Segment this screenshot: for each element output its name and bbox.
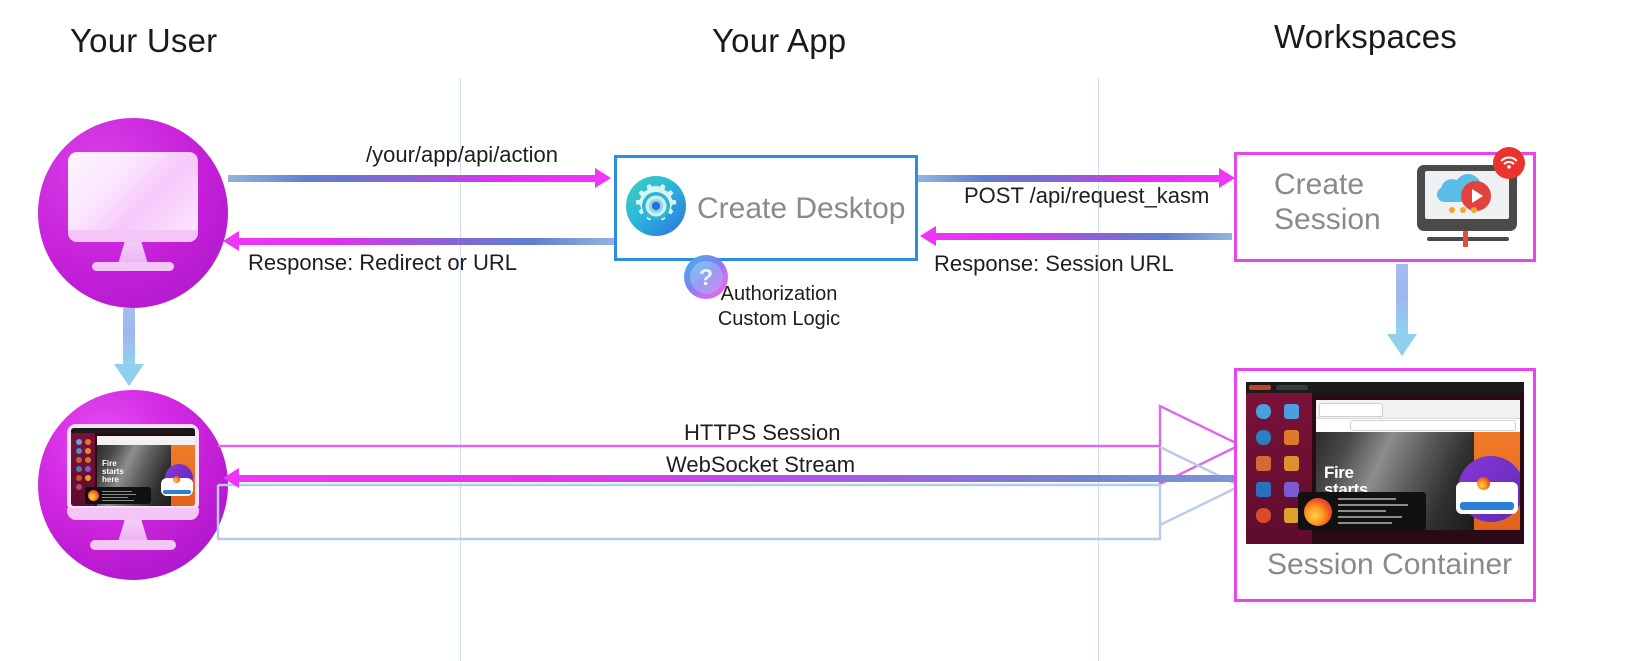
lane-divider-left bbox=[460, 78, 461, 661]
column-title-your-user: Your User bbox=[70, 22, 218, 59]
lane-divider-right bbox=[1098, 78, 1099, 661]
arrow-create-session-down bbox=[1387, 264, 1417, 364]
arrow-label-app-to-user-response: Response: Redirect or URL bbox=[248, 250, 518, 275]
column-title-your-app: Your App bbox=[712, 22, 847, 59]
gear-icon bbox=[625, 175, 687, 237]
thumb-headline-small: Fire starts here bbox=[102, 459, 124, 485]
session-container-screenshot: Fire starts here bbox=[1246, 382, 1524, 544]
create-session-label-line1: Create bbox=[1274, 168, 1365, 201]
outline-arrow-websocket-return bbox=[216, 445, 1243, 561]
media-screen-icon bbox=[1413, 147, 1525, 257]
thumb-headline-line1: Fire bbox=[1324, 463, 1354, 482]
arrow-user-down bbox=[114, 308, 144, 388]
session-container-label: Session Container bbox=[1267, 548, 1513, 581]
user-session-monitor-icon: Fire starts here bbox=[38, 390, 228, 580]
column-title-workspaces: Workspaces bbox=[1274, 18, 1457, 55]
arrow-label-https-session: HTTPS Session bbox=[684, 420, 841, 445]
arrow-label-workspaces-to-app-response: Response: Session URL bbox=[934, 251, 1174, 276]
wifi-badge-icon bbox=[1493, 147, 1525, 179]
arrow-user-to-app-request bbox=[228, 168, 611, 188]
user-monitor-icon bbox=[38, 118, 228, 308]
arrow-label-websocket-stream: WebSocket Stream bbox=[666, 452, 856, 477]
arrow-workspaces-to-app-response bbox=[920, 226, 1232, 246]
arrow-app-to-workspaces-request bbox=[918, 168, 1235, 188]
arrow-websocket-stream bbox=[223, 468, 1238, 488]
create-desktop-label: Create Desktop bbox=[697, 192, 906, 225]
create-session-label-line2: Session bbox=[1274, 202, 1381, 236]
create-session-label: Create Session bbox=[1274, 168, 1381, 238]
auth-line-2: Custom Logic bbox=[717, 308, 841, 330]
arrow-app-to-user-response bbox=[223, 231, 614, 251]
auth-line-1: Authorization bbox=[720, 283, 838, 305]
arrow-label-app-to-workspaces-request: POST /api/request_kasm bbox=[964, 183, 1210, 208]
arrow-label-user-to-app-request: /your/app/api/action bbox=[366, 142, 559, 167]
question-badge-glyph: ? bbox=[689, 260, 723, 294]
authorization-custom-logic-text: Authorization Custom Logic bbox=[679, 282, 879, 332]
question-badge-icon: ? bbox=[684, 255, 728, 299]
